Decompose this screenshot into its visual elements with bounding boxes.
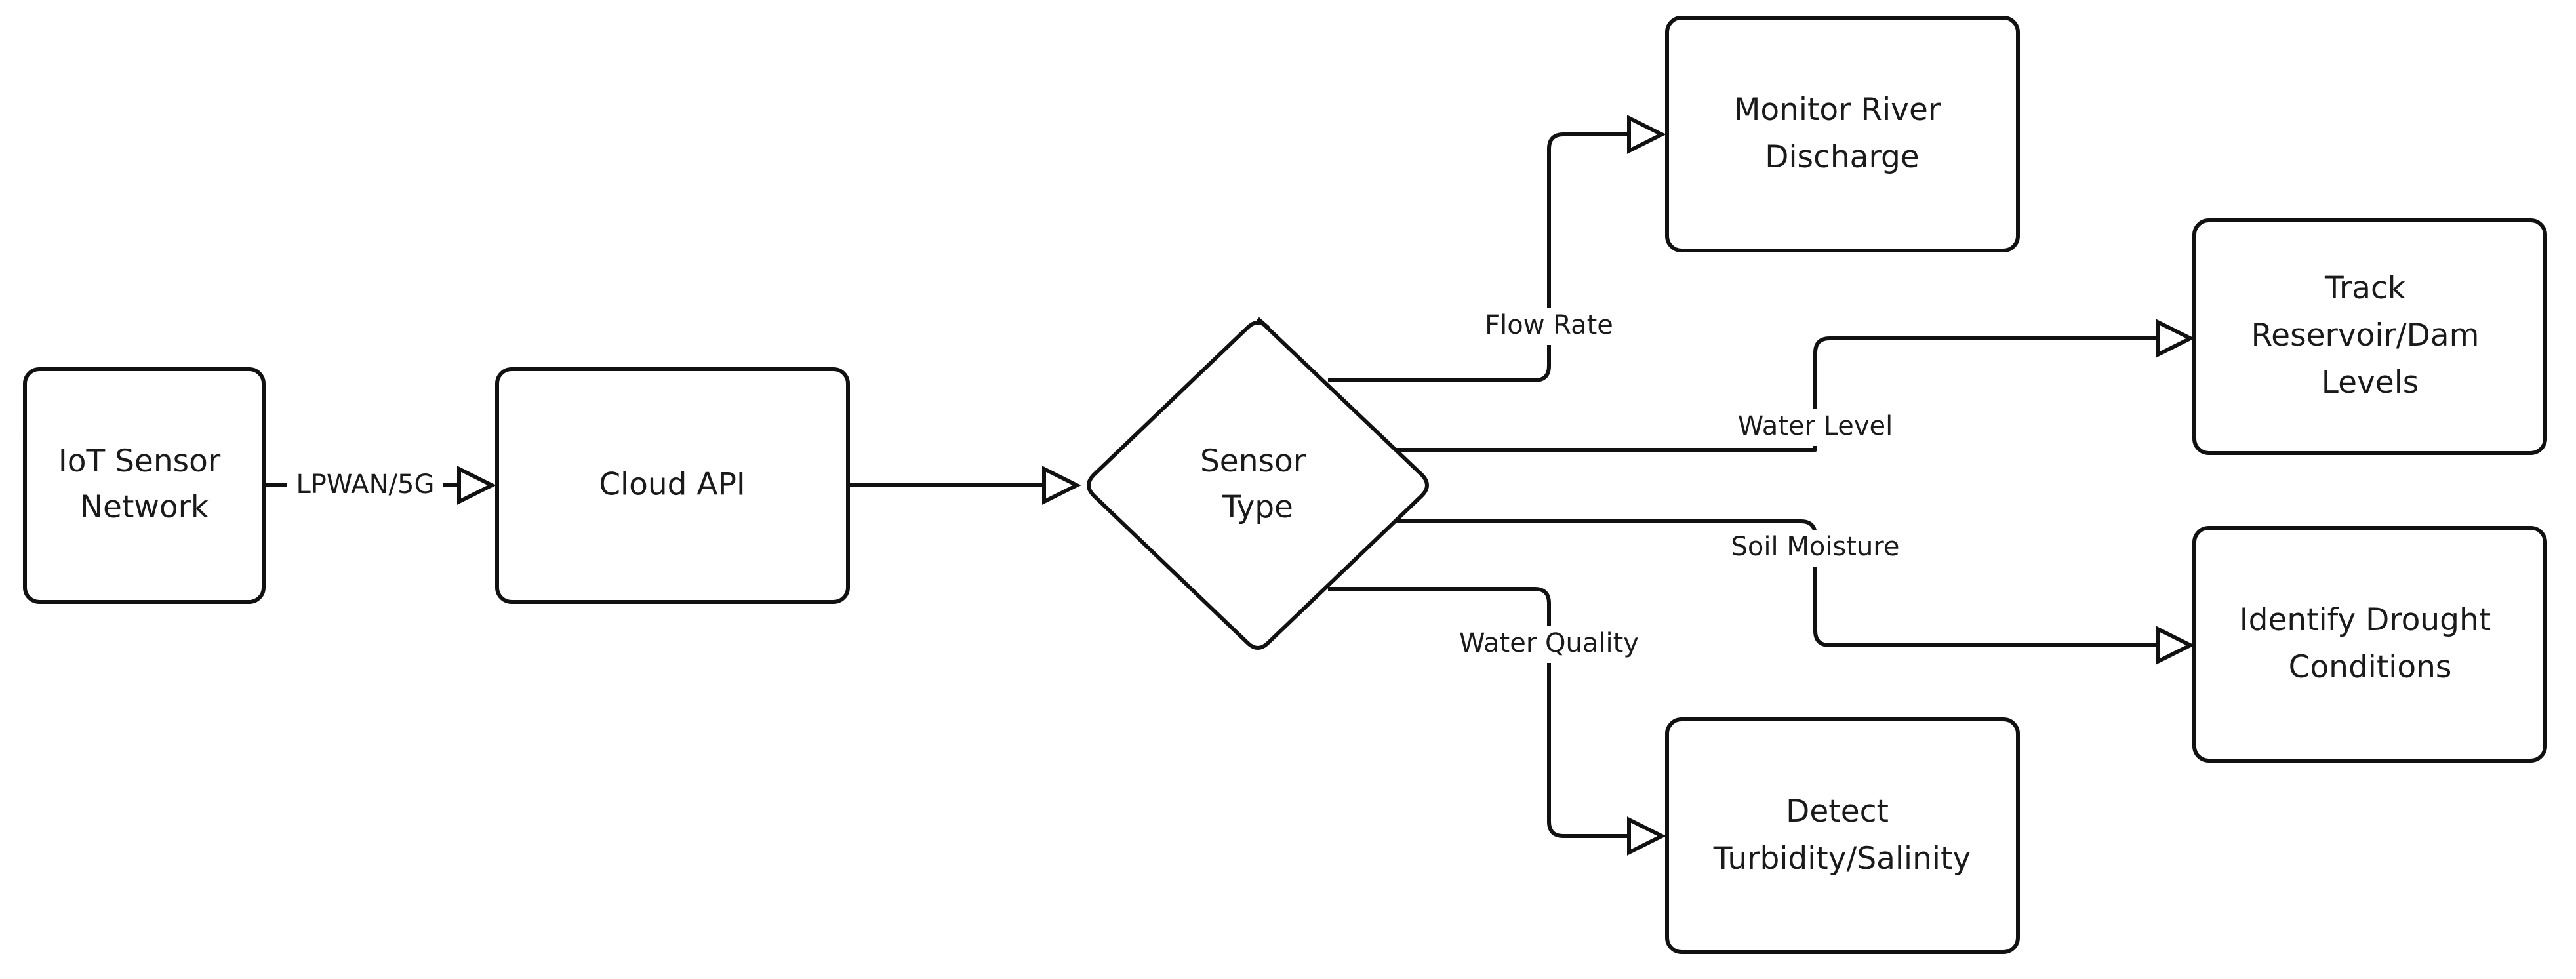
svg-text:IoT Sensor Network: IoT Sensor Network [58, 443, 230, 525]
node-iot-sensor-network-line-1: IoT Sensor [58, 443, 221, 479]
edge-label-soil-moisture: Soil Moisture [1731, 532, 1900, 562]
node-monitor-river-discharge-line-1: Monitor River [1734, 92, 1941, 128]
edge-label-lpwan-5g: LPWAN/5G [296, 470, 435, 500]
node-monitor-river-discharge-line-2: Discharge [1765, 139, 1919, 175]
edge-label-water-quality: Water Quality [1459, 628, 1639, 658]
node-iot-sensor-network-line-2: Network [80, 489, 209, 525]
edge-soil-moisture: Soil Moisture [1396, 519, 2195, 665]
node-detect-turbidity-salinity: Detect Turbidity/Salinity [1665, 717, 2020, 954]
svg-text:Track Reservoir/Dam: Track Reservoir/Dam Levels [2251, 270, 2489, 401]
node-identify-drought-conditions-line-1: Identify Drought [2240, 602, 2491, 638]
edge-label-flow-rate: Flow Rate [1485, 310, 1613, 340]
svg-text:Monitor River Discharge: Monitor River Discharge [1734, 92, 1950, 175]
node-identify-drought-conditions: Identify Drought Conditions [2192, 526, 2547, 763]
svg-text:Identify Drought Conditi: Identify Drought Conditions [2240, 602, 2501, 685]
node-cloud-api-line-1: Cloud API [599, 467, 746, 503]
node-sensor-type-line-1: Sensor [1200, 443, 1306, 479]
node-track-reservoir-levels-line-3: Levels [2322, 365, 2419, 401]
svg-text:Sensor Type: Sensor Type [1200, 443, 1316, 525]
node-monitor-river-discharge: Monitor River Discharge [1665, 16, 2020, 252]
node-iot-sensor-network: IoT Sensor Network [23, 367, 266, 604]
node-track-reservoir-levels-line-1: Track [2324, 270, 2406, 306]
node-track-reservoir-levels: Track Reservoir/Dam Levels [2192, 218, 2547, 455]
svg-text:Detect Turbidity/Salinit: Detect Turbidity/Salinity [1713, 793, 1971, 877]
node-track-reservoir-levels-line-2: Reservoir/Dam [2251, 317, 2480, 353]
node-identify-drought-conditions-line-2: Conditions [2289, 649, 2452, 685]
edge-water-quality: Water Quality [1328, 587, 1666, 856]
edge-label-water-level: Water Level [1738, 411, 1893, 441]
edge-cloud-to-sensor-type [848, 466, 1081, 505]
node-cloud-api: Cloud API [495, 367, 850, 604]
edge-iot-to-cloud: LPWAN/5G [264, 466, 496, 505]
edge-water-level: Water Level [1396, 319, 2195, 452]
node-sensor-type-line-2: Type [1222, 489, 1293, 525]
node-sensor-type-decision: Sensor Type [1087, 317, 1429, 650]
node-detect-turbidity-salinity-line-2: Turbidity/Salinity [1713, 841, 1971, 877]
edge-flow-rate: Flow Rate [1328, 115, 1666, 382]
node-detect-turbidity-salinity-line-1: Detect [1786, 793, 1889, 829]
